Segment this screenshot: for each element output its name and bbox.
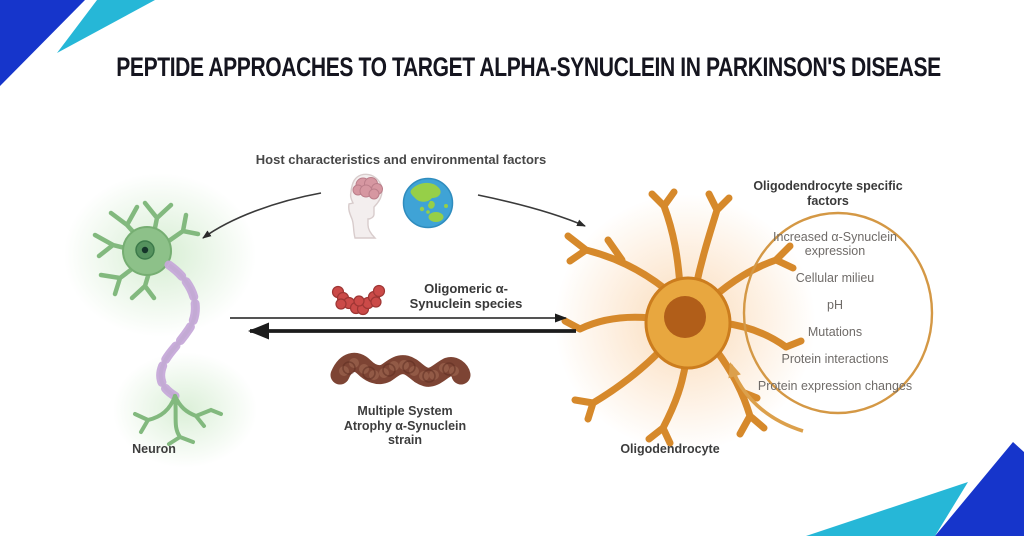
factor-item: Protein expression changes: [757, 379, 913, 393]
oligodendrocyte-label: Oligodendrocyte: [620, 442, 720, 456]
neuron-axon-terminals: [133, 394, 223, 446]
factor-item: Mutations: [807, 325, 863, 339]
cyan-triangle: [57, 0, 155, 53]
blue-triangle: [935, 442, 1024, 536]
label-line: Atrophy α-Synuclein: [343, 418, 467, 433]
msa-fibril-icon: [330, 352, 471, 387]
corner-decoration-bottom-right: [806, 442, 1024, 536]
globe-icon: [402, 177, 454, 229]
factor-item: Cellular milieu: [795, 271, 875, 285]
title-bar: PEPTIDE APPROACHES TO TARGET ALPHA-SYNUC…: [0, 52, 1024, 83]
globe-continents: [410, 182, 448, 222]
label-line: Oligomeric α-: [424, 281, 508, 296]
factor-item: Increased α-Synuclein expression: [773, 230, 897, 258]
oligodendrocyte-illustration: [561, 188, 805, 447]
neuron-illustration: [92, 200, 223, 446]
fibril-texture-dark: [342, 360, 456, 383]
heading-line: Oligodendrocyte specific: [753, 179, 903, 193]
oligodendrocyte-nucleus: [664, 296, 706, 338]
brain-icon: [352, 177, 383, 200]
page-title: PEPTIDE APPROACHES TO TARGET ALPHA-SYNUC…: [116, 52, 941, 82]
human-head-icon: [348, 173, 383, 239]
corner-decoration-top-left: [0, 0, 155, 86]
heading-line: factors: [807, 193, 849, 208]
cyan-triangle: [806, 482, 968, 536]
oligomer-cluster-icon: [331, 284, 386, 316]
neuron-nucleolus: [141, 246, 149, 254]
label-line: strain: [387, 433, 423, 447]
neuron-label: Neuron: [132, 442, 176, 456]
label-line: Multiple System: [357, 404, 453, 418]
label-line: Synuclein species: [409, 296, 523, 311]
factor-item: Protein interactions: [781, 352, 889, 366]
host-factors-label: Host characteristics and environmental f…: [255, 152, 547, 167]
myelin-sheath: [156, 260, 200, 401]
blue-triangle: [0, 0, 85, 86]
factor-item: pH: [827, 298, 843, 312]
oligomeric-species-label: Oligomeric α-Synuclein species: [396, 281, 536, 311]
